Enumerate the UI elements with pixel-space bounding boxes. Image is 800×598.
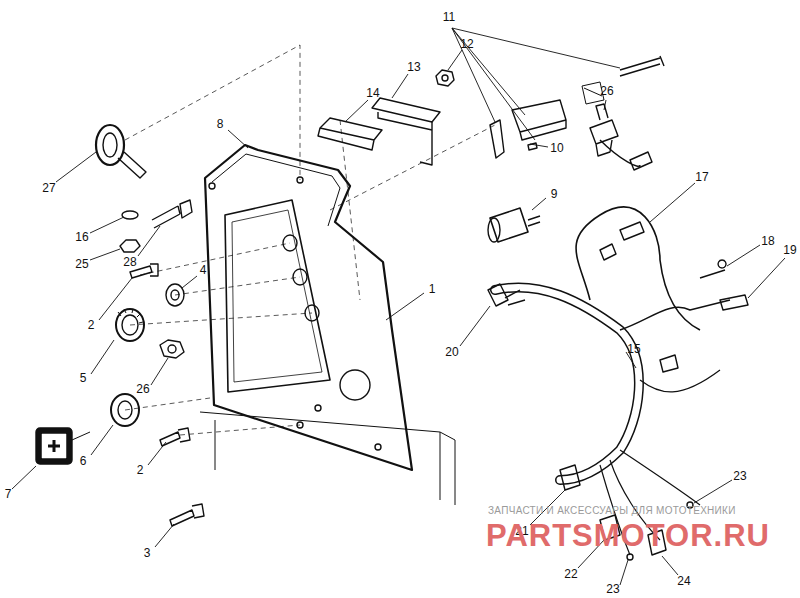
callout-number: 3 <box>144 547 151 559</box>
callout-number: 2 <box>88 319 95 331</box>
callout-number: 14 <box>366 87 379 99</box>
callout-number: 19 <box>783 244 796 256</box>
callout-number: 8 <box>217 118 224 130</box>
callout-number: 2 <box>137 464 144 476</box>
callout-number: 23 <box>733 470 746 482</box>
callout-number: 10 <box>550 142 563 154</box>
callout-number: 22 <box>564 568 577 580</box>
callout-number: 7 <box>5 488 12 500</box>
callout-number: 11 <box>443 11 455 23</box>
callout-number: 15 <box>627 343 640 355</box>
callout-number: 20 <box>445 346 458 358</box>
callout-number: 9 <box>551 188 558 200</box>
callout-number: 26 <box>600 85 613 97</box>
callout-number: 13 <box>407 61 420 73</box>
watermark: PARTSMOTOR.RU <box>486 520 770 551</box>
callout-number: 6 <box>80 455 87 467</box>
callout-number: 17 <box>695 171 708 183</box>
callout-number: 23 <box>606 583 619 595</box>
callout-number: 28 <box>123 256 136 268</box>
callout-number: 5 <box>80 372 87 384</box>
callout-number: 25 <box>75 258 88 270</box>
callout-number: 12 <box>460 38 473 50</box>
callout-number: 27 <box>42 182 55 194</box>
callout-number: 24 <box>677 575 690 587</box>
callout-number: 16 <box>75 231 88 243</box>
callout-number: 1 <box>429 283 436 295</box>
callout-number: 26 <box>136 383 149 395</box>
callout-number: 4 <box>200 264 207 276</box>
callout-number: 18 <box>761 235 774 247</box>
watermark: ЗАПЧАСТИ И АКСЕССУАРЫ ДЛЯ МОТОТЕХНИКИ <box>488 506 736 516</box>
